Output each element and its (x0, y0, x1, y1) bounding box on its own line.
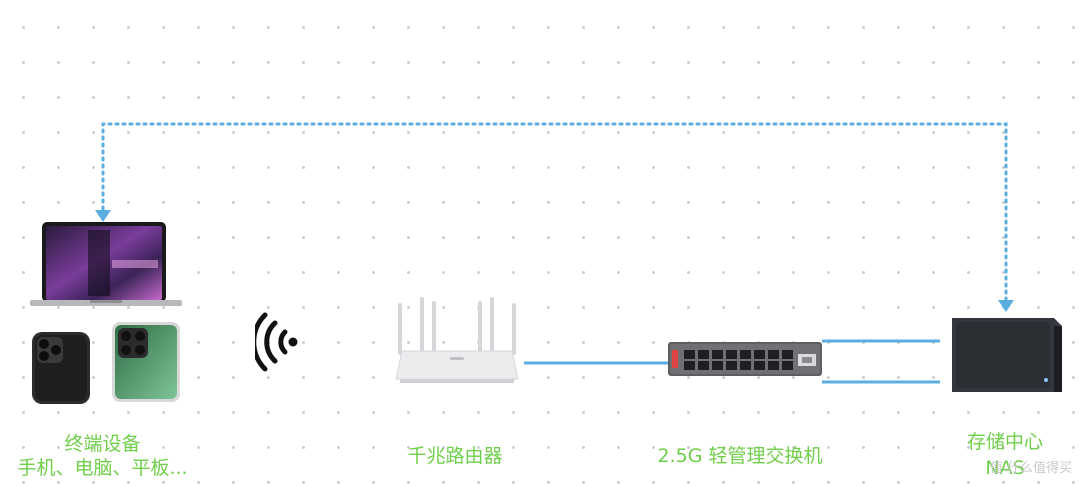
nas-title: 存储中心 (966, 431, 1043, 453)
router-icon (395, 297, 519, 383)
terminal-subtitle: 手机、电脑、平板... (17, 457, 188, 479)
terminal-title: 终端设备 (64, 433, 141, 455)
nas-subtitle: NAS (985, 457, 1025, 479)
watermark: 值 什么值得买 (989, 461, 1072, 476)
router-title: 千兆路由器 (407, 445, 503, 467)
dotted-return-path (101, 122, 1008, 302)
laptop-icon (30, 222, 182, 306)
wifi-icon (255, 312, 298, 372)
arrow-down-terminal (95, 210, 111, 222)
arrow-down-nas (998, 300, 1014, 312)
switch-icon (668, 342, 822, 376)
switch-title: 2.5G 轻管理交换机 (657, 445, 823, 467)
phone-icon (32, 332, 90, 404)
nas-icon (952, 318, 1062, 392)
phone-icon (112, 322, 180, 402)
